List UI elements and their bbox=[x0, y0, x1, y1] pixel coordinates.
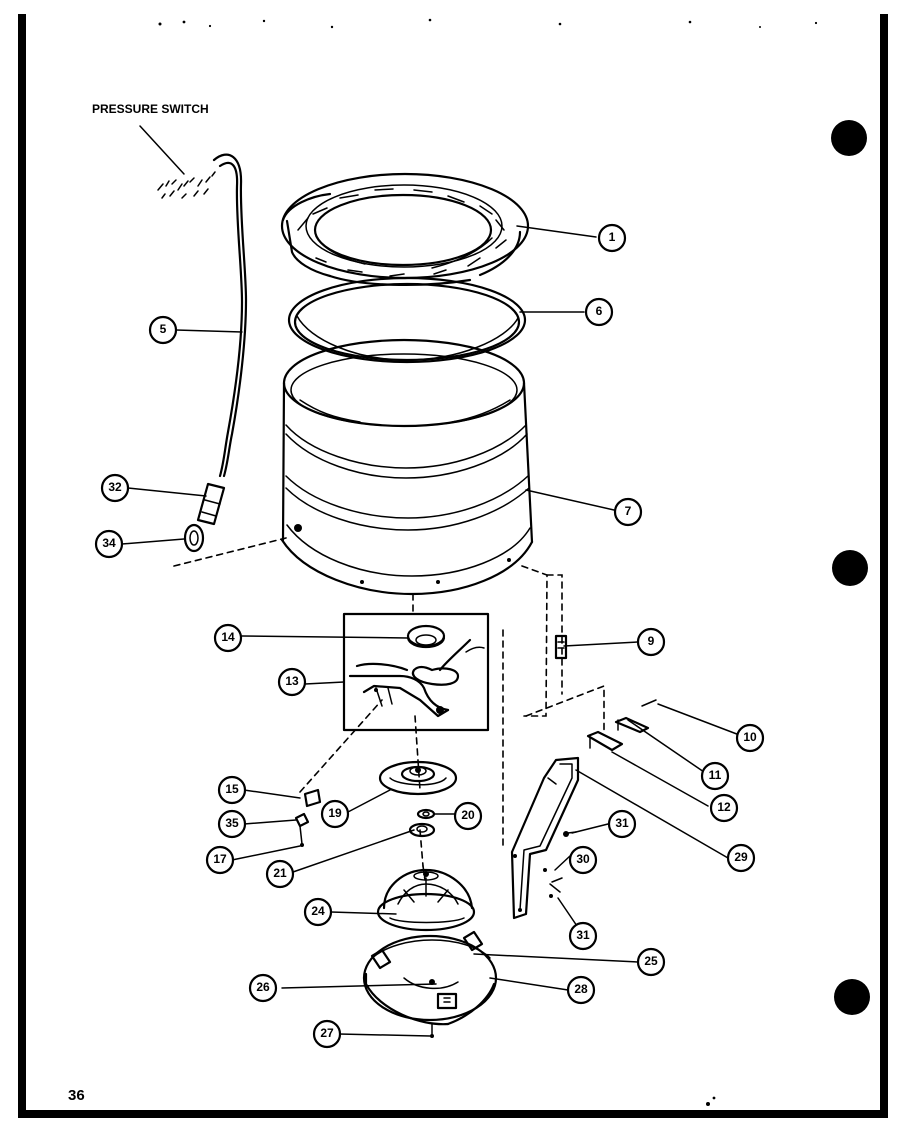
tub-ring bbox=[280, 172, 530, 287]
callout-25: 25 bbox=[636, 947, 666, 977]
callout-7: 7 bbox=[613, 497, 643, 527]
svg-text:34: 34 bbox=[102, 536, 116, 550]
retaining-ring bbox=[416, 808, 436, 820]
page-frame bbox=[18, 14, 888, 1118]
callout-30: 30 bbox=[568, 845, 598, 875]
svg-text:13: 13 bbox=[285, 674, 299, 688]
callout-35: 35 bbox=[217, 809, 247, 839]
bearing-housing bbox=[376, 868, 476, 932]
washer bbox=[408, 822, 436, 838]
callout-12: 12 bbox=[709, 793, 739, 823]
svg-text:26: 26 bbox=[256, 980, 270, 994]
pressure-switch-leader bbox=[139, 125, 185, 175]
svg-text:32: 32 bbox=[108, 480, 122, 494]
svg-text:20: 20 bbox=[461, 808, 475, 822]
pressure-switch-assembly bbox=[157, 153, 248, 553]
svg-text:35: 35 bbox=[225, 816, 239, 830]
registration-dot-bottom bbox=[834, 979, 870, 1015]
callout-31-upper: 31 bbox=[607, 809, 637, 839]
svg-text:24: 24 bbox=[311, 904, 325, 918]
callout-19: 19 bbox=[320, 799, 350, 829]
callout-20: 20 bbox=[453, 801, 483, 831]
callout-34: 34 bbox=[94, 529, 124, 559]
outer-tub bbox=[280, 338, 534, 596]
page-number: 36 bbox=[68, 1087, 85, 1104]
svg-text:31: 31 bbox=[615, 816, 629, 830]
assembly-dashed-lines bbox=[173, 537, 605, 881]
svg-text:11: 11 bbox=[709, 768, 722, 782]
callout-31-lower: 31 bbox=[568, 921, 598, 951]
registration-dot-middle bbox=[832, 550, 868, 586]
callout-13: 13 bbox=[277, 667, 307, 697]
svg-text:17: 17 bbox=[213, 852, 227, 866]
callout-24: 24 bbox=[303, 897, 333, 927]
svg-text:12: 12 bbox=[717, 800, 731, 814]
svg-text:25: 25 bbox=[644, 954, 658, 968]
callout-9: 9 bbox=[636, 627, 666, 657]
spin-hub-assembly bbox=[342, 612, 490, 732]
svg-text:21: 21 bbox=[273, 866, 287, 880]
svg-text:10: 10 bbox=[743, 730, 757, 744]
svg-text:28: 28 bbox=[574, 982, 588, 996]
hub-pad bbox=[303, 788, 322, 808]
callout-21: 21 bbox=[265, 859, 295, 889]
callout-10: 10 bbox=[735, 723, 765, 753]
pressure-switch-label: PRESSURE SWITCH bbox=[92, 102, 209, 116]
svg-text:9: 9 bbox=[648, 634, 655, 648]
callout-29: 29 bbox=[726, 843, 756, 873]
drive-pulley bbox=[378, 760, 458, 796]
nut-hardware bbox=[294, 812, 310, 847]
callout-11: 11 bbox=[700, 761, 730, 791]
svg-text:27: 27 bbox=[320, 1026, 334, 1040]
callout-28: 28 bbox=[566, 975, 596, 1005]
callout-1: 1 bbox=[597, 223, 627, 253]
svg-text:6: 6 bbox=[596, 304, 603, 318]
callout-6: 6 bbox=[584, 297, 614, 327]
callout-32: 32 bbox=[100, 473, 130, 503]
scan-noise bbox=[158, 18, 818, 1106]
svg-text:5: 5 bbox=[160, 322, 167, 336]
brace-bracket bbox=[554, 634, 568, 660]
callout-26: 26 bbox=[248, 973, 278, 1003]
callout-14: 14 bbox=[213, 623, 243, 653]
svg-text:29: 29 bbox=[734, 850, 748, 864]
callout-15: 15 bbox=[217, 775, 247, 805]
svg-text:15: 15 bbox=[225, 782, 239, 796]
callout-leader-lines bbox=[121, 225, 743, 1037]
svg-text:14: 14 bbox=[221, 630, 235, 644]
svg-text:31: 31 bbox=[576, 928, 590, 942]
svg-text:7: 7 bbox=[625, 504, 632, 518]
svg-text:1: 1 bbox=[609, 230, 616, 244]
registration-dot-top bbox=[831, 120, 867, 156]
tub-gasket bbox=[287, 276, 527, 364]
callout-5: 5 bbox=[148, 315, 178, 345]
svg-text:30: 30 bbox=[576, 852, 590, 866]
brace bbox=[510, 756, 580, 920]
clip-hardware bbox=[586, 699, 657, 752]
callout-17: 17 bbox=[205, 845, 235, 875]
callout-27: 27 bbox=[312, 1019, 342, 1049]
svg-text:19: 19 bbox=[328, 806, 342, 820]
